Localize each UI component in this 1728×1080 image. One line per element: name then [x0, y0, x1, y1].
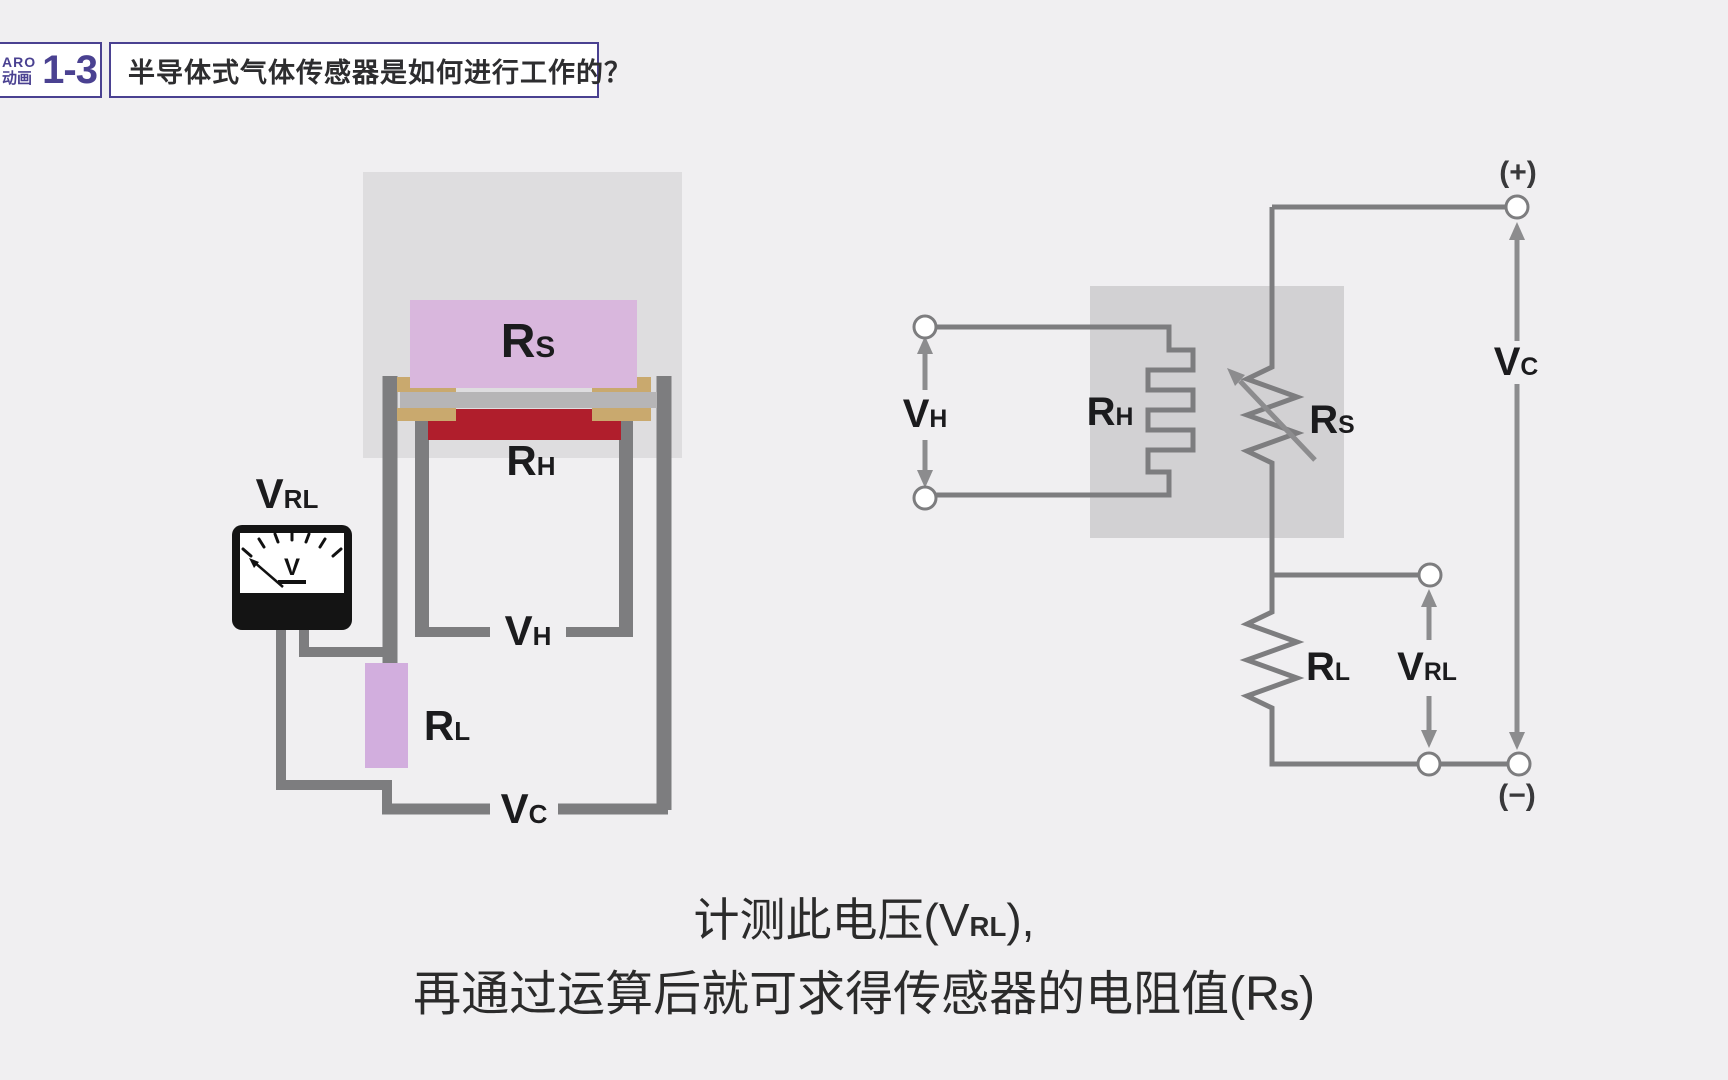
- meter-left-wire: [276, 626, 392, 809]
- vrl-arrow: [1421, 589, 1437, 748]
- vrl-bottom-terminal: [1416, 751, 1442, 777]
- right-rs-branch: [1239, 207, 1305, 575]
- figaro-logo-box: ARO 动画 1-3: [0, 42, 102, 98]
- minus-terminal-node: [1506, 751, 1532, 777]
- page-title: 半导体式气体传感器是如何进行工作的？: [128, 57, 632, 88]
- right-rl-branch: [1239, 575, 1418, 767]
- load-resistor-block: [365, 663, 408, 768]
- plus-terminal-node: [1504, 194, 1530, 220]
- electrode-pad-bottom-left: [397, 408, 456, 421]
- voltmeter-unit: V: [284, 554, 300, 581]
- electrode-pad-bottom-right: [592, 408, 651, 421]
- voltmeter-dial: V: [241, 530, 343, 588]
- lesson-number: 1-3: [42, 48, 98, 92]
- vh-arrow: [917, 336, 933, 488]
- substrate-bar: [400, 392, 657, 408]
- voltmeter-needle: [249, 558, 284, 588]
- vc-arrow: [1509, 222, 1525, 750]
- sensing-layer-block: [410, 300, 637, 388]
- logo-text-aro: ARO: [2, 53, 37, 70]
- title-box: 半导体式气体传感器是如何进行工作的？: [109, 42, 631, 98]
- plus-terminal-label: (+): [1499, 156, 1537, 189]
- voltmeter: V: [232, 525, 352, 630]
- logo-text-donghua: 动画: [2, 69, 33, 87]
- vh-bottom-terminal: [912, 485, 938, 511]
- right-heater-loop: [936, 324, 1196, 498]
- figaro-logo: ARO 动画: [2, 55, 36, 86]
- vh-top-terminal: [912, 314, 938, 340]
- mid-tap-terminal: [1417, 562, 1443, 588]
- rs-variable-arrow: [1227, 368, 1317, 462]
- minus-terminal-label: (−): [1498, 779, 1536, 812]
- heater-film: [428, 409, 621, 440]
- meter-right-wire: [299, 626, 391, 657]
